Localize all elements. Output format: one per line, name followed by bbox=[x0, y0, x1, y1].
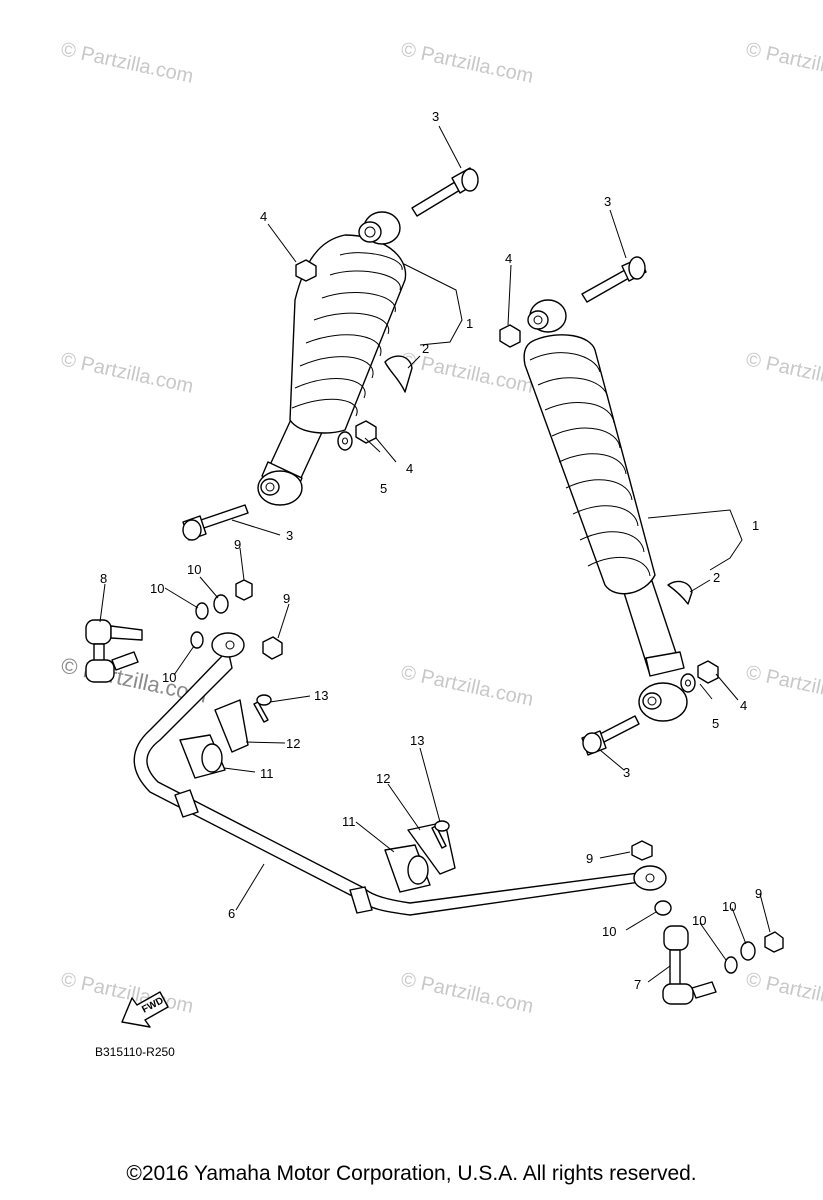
callout-5: 5 bbox=[380, 481, 387, 496]
callout-9: 9 bbox=[586, 851, 593, 866]
watermark: © Partzilla.com bbox=[744, 38, 823, 88]
callout-4: 4 bbox=[740, 698, 747, 713]
callout-9: 9 bbox=[283, 591, 290, 606]
spring-collars bbox=[384, 355, 693, 605]
watermark: © Partzilla.com bbox=[399, 968, 535, 1018]
callout-10: 10 bbox=[722, 899, 736, 914]
callout-6: 6 bbox=[228, 906, 235, 921]
callout-10: 10 bbox=[150, 581, 164, 596]
callout-10: 10 bbox=[187, 562, 201, 577]
leader-lines bbox=[99, 125, 771, 983]
callout-3: 3 bbox=[604, 194, 611, 209]
callout-2: 2 bbox=[713, 570, 720, 585]
copyright-notice: ©2016 Yamaha Motor Corporation, U.S.A. A… bbox=[126, 1162, 697, 1185]
right-shock-absorber bbox=[523, 299, 688, 722]
watermark: © Partzilla.com bbox=[59, 38, 195, 88]
watermark: © Partzilla.com bbox=[744, 348, 823, 398]
callout-11: 11 bbox=[342, 814, 356, 829]
callout-3: 3 bbox=[286, 528, 293, 543]
nuts-washers bbox=[295, 259, 719, 693]
callout-5: 5 bbox=[712, 716, 719, 731]
callout-4: 4 bbox=[505, 251, 512, 266]
watermark: © Partzilla.com bbox=[399, 348, 535, 398]
callouts: 3 4 1 2 3 4 4 5 3 1 2 4 5 3 9 9 10 10 8 … bbox=[100, 109, 762, 992]
callout-2: 2 bbox=[422, 341, 429, 356]
callout-7: 7 bbox=[634, 977, 641, 992]
diagram-code: B315110-R250 bbox=[95, 1045, 175, 1059]
bolt-parts bbox=[182, 167, 647, 756]
callout-3: 3 bbox=[432, 109, 439, 124]
callout-9: 9 bbox=[755, 886, 762, 901]
end-links bbox=[85, 619, 717, 1005]
callout-12: 12 bbox=[376, 771, 390, 786]
small-hardware bbox=[190, 579, 784, 974]
callout-1: 1 bbox=[466, 316, 473, 331]
bushings-brackets bbox=[179, 694, 456, 893]
callout-3: 3 bbox=[623, 765, 630, 780]
callout-10: 10 bbox=[162, 670, 176, 685]
callout-13: 13 bbox=[410, 733, 424, 748]
watermark: © Partzilla.com bbox=[59, 348, 195, 398]
callout-10: 10 bbox=[692, 913, 706, 928]
callout-10: 10 bbox=[602, 924, 616, 939]
watermark: © Partzilla.com bbox=[399, 38, 535, 88]
stabilizer-bar bbox=[133, 632, 667, 916]
watermark: © Partzilla.com bbox=[744, 968, 823, 1018]
callout-13: 13 bbox=[314, 688, 328, 703]
callout-9: 9 bbox=[234, 537, 241, 552]
callout-11: 11 bbox=[260, 766, 274, 781]
watermark: © Partzilla.com bbox=[744, 661, 823, 711]
watermark: © Partzilla.com bbox=[399, 661, 535, 711]
callout-8: 8 bbox=[100, 571, 107, 586]
left-shock-absorber bbox=[257, 211, 407, 506]
callout-4: 4 bbox=[260, 209, 267, 224]
fwd-arrow: FWD bbox=[121, 991, 169, 1028]
callout-1: 1 bbox=[752, 518, 759, 533]
callout-4: 4 bbox=[406, 461, 413, 476]
callout-12: 12 bbox=[286, 736, 300, 751]
